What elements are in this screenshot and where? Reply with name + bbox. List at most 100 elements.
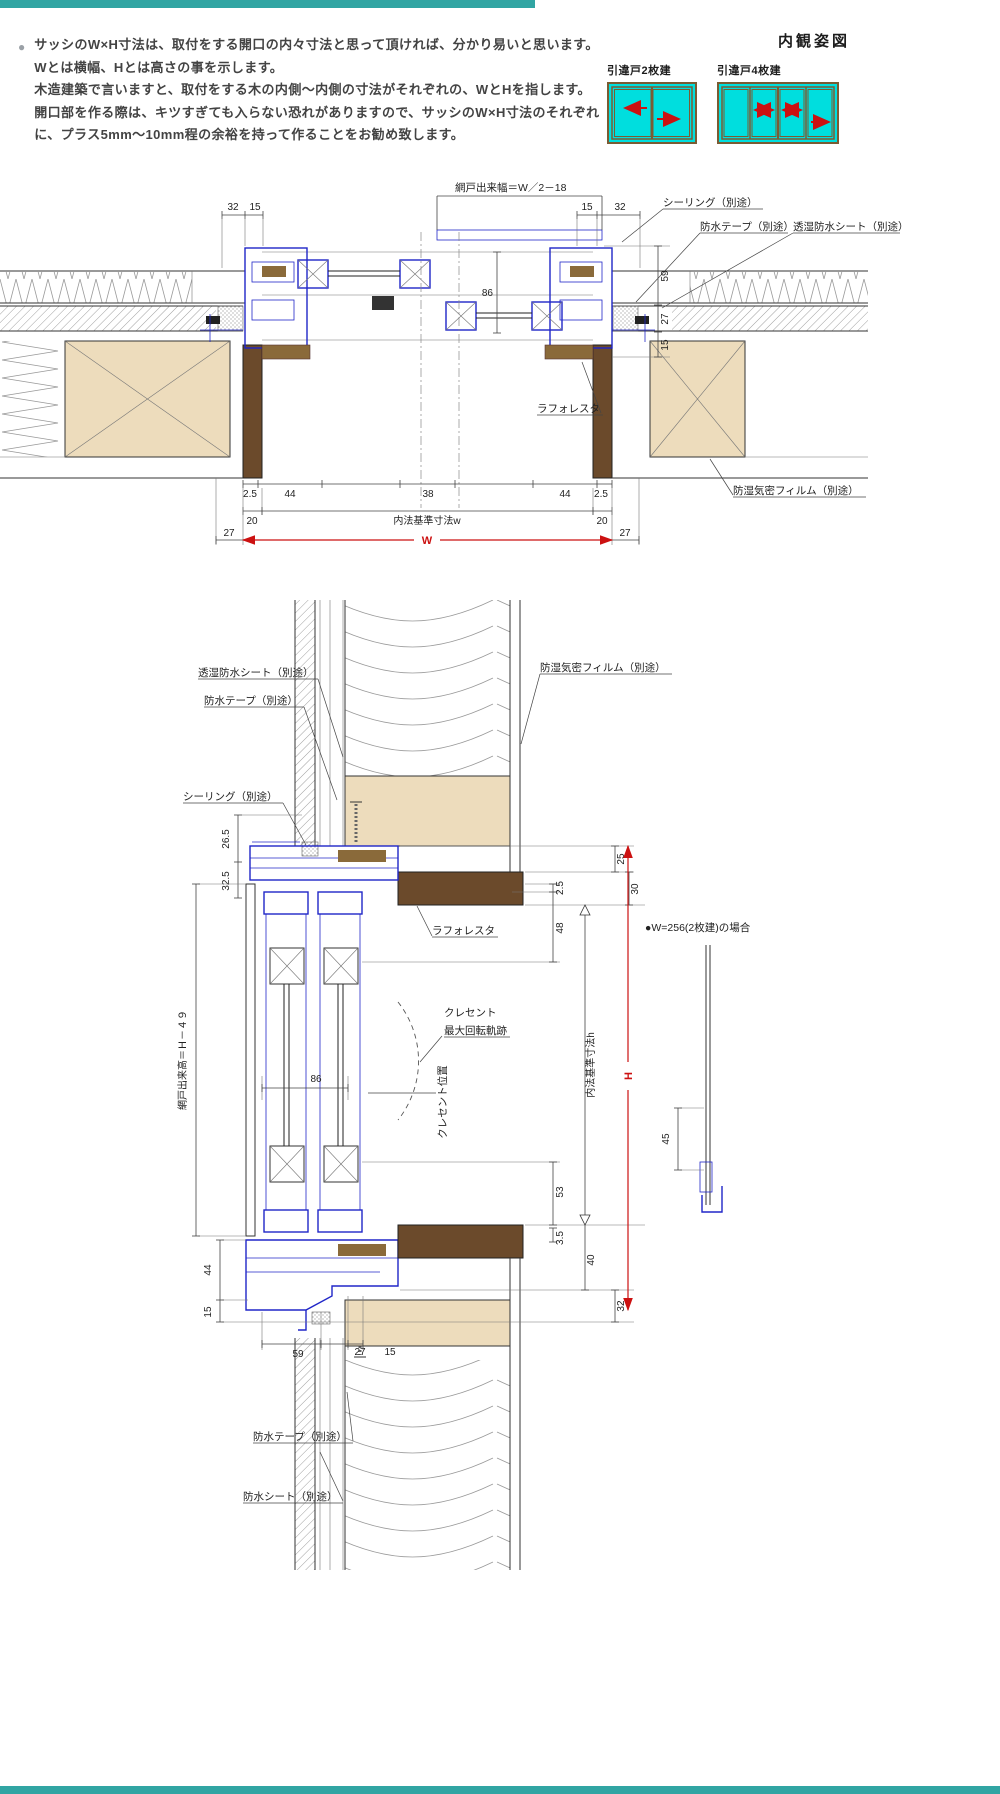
dim-40: 40 [586,1254,597,1266]
wood-header [344,775,511,847]
casing-right [544,344,594,360]
dim-25: 25 [616,853,627,865]
interior-view-2panel: 引違戸2枚建 [607,62,697,144]
datum-triangle-top [579,904,591,916]
sash-assembly-plan [244,229,613,508]
casing-stool [397,1224,524,1259]
upper-wall [252,600,524,906]
dim-2-5-v: 2.5 [555,881,566,895]
dim-59: 59 [660,270,671,282]
dim-48: 48 [555,922,566,934]
dim-44-right: 44 [559,489,571,500]
wood-jamb-left [242,344,263,479]
callout-laforesta-v: ラフォレスタ [432,925,495,937]
callout-film-group: 防湿気密フィルム（別途） [709,458,866,498]
casing-head [397,871,524,906]
crescent-rotation-arc [397,1001,419,1121]
dim-15-right2: 15 [660,339,671,351]
dim-86-v: 86 [310,1074,322,1085]
dim-45: 45 [661,1133,672,1145]
dims-right: 25 30 2.5 48 内法基準寸法h H 53 3.5 40 [512,844,641,1323]
dim-2-5-right: 2.5 [594,489,608,500]
lower-wall [294,1224,524,1570]
tape-block-left [206,316,220,324]
dim-top-left: 32 15 [221,202,264,268]
callout-breathable-sheet-top: 透湿防水シート（別途） [198,666,314,679]
dim-15-v: 15 [203,1306,214,1318]
callout-laforesta-group: ラフォレスタ [537,361,603,416]
vertical-section-drawing: 透湿防水シート（別途） 防水テープ（別途） シーリング（別途） 防湿気密フィルム… [176,600,751,1570]
wood-insert-head [338,850,386,862]
label-inner-width: 内法基準寸法w [393,514,461,527]
dim-bottom-row1: 2.5 44 38 44 2.5 [242,480,613,500]
intro-line-2: Wとは横幅、Hとは高さの事を示します。 [34,59,284,75]
callouts-left: 透湿防水シート（別途） 防水テープ（別途） シーリング（別途） 防湿気密フィルム… [183,661,672,1504]
callouts-right: シーリング（別途） 防水テープ（別途） 透湿防水シート（別途） [621,196,909,309]
callout-sheet-bottom: 防水シート（別途） [243,1490,338,1503]
callout-moisture-film: 防湿気密フィルム（別途） [733,484,859,497]
top-accent-bar [0,0,535,8]
interior-view-4panel: 引違戸4枚建 [717,62,839,144]
dim-top-right: 15 32 [576,202,641,268]
interior-view-2panel-label: 引違戸2枚建 [607,65,672,77]
screen-width-label: 網戸出来幅＝W／2－18 [455,181,567,194]
dim-32-left: 32 [227,202,239,213]
dim-depth-86: 86 [482,251,501,334]
dim-bottom-row3: 27 27 W [215,478,640,547]
bottom-accent-bar [0,1786,1000,1794]
dim-15-v2: 15 [384,1347,396,1358]
intro-note: ● サッシのW×H寸法は、取付をする開口の内々寸法と思って頂ければ、分かり易いと… [18,34,599,147]
dim-53: 53 [555,1186,566,1198]
dims-left: 26.5 32.5 網戸出来高＝Ｈ－４９ 44 15 [176,814,310,1323]
horizontal-section-drawing: 網戸出来幅＝W／2－18 32 15 15 32 シーリング（別途） 防水テー [0,181,909,547]
intro-line-5: に、プラス5mm～10mm程の余裕を持って作ることをお勧め致します。 [34,127,465,142]
dim-screen-width: 網戸出来幅＝W／2－18 [436,181,603,230]
dim-right-column: 59 27 15 [604,245,671,358]
intro-line-3: 木造建築で言いますと、取付をする木の内側～内側の寸法がそれぞれの、WとHを指しま… [34,82,591,97]
panel-exterior-section [297,259,431,289]
casing-left [261,344,311,360]
callout-waterproof-tape: 防水テープ（別途） [700,220,794,233]
callout-crescent-2: 最大回転軌跡 [444,1024,507,1037]
dim-44-v: 44 [203,1264,214,1276]
panel-interior-section [445,301,563,331]
dim-3-5: 3.5 [555,1231,566,1245]
screen-section-v [245,883,256,1237]
frame-jamb-right [549,247,613,349]
callout-breathable-sheet: 透湿防水シート（別途） [793,220,909,233]
dim-15-left: 15 [249,202,261,213]
intro-line-1: サッシのW×H寸法は、取付をする開口の内々寸法と思って頂ければ、分かり易いと思い… [34,37,599,52]
wood-jamb-right [592,344,613,479]
sash-panels-section [245,883,419,1237]
callout-crescent-position: クレセント位置 [436,1065,449,1139]
datum-triangle-bottom [579,1214,591,1226]
dim-depth-86-v: 86 [261,1074,349,1100]
tape-block-right [635,316,649,324]
dim-32-5: 32.5 [221,871,232,891]
dim-H: H [623,1072,635,1080]
dim-27-v: 27 [354,1347,366,1358]
dim-38: 38 [422,489,434,500]
bullet-icon: ● [18,40,26,54]
wood-insert-left [262,266,286,277]
callout-moisture-film-v: 防湿気密フィルム（別途） [540,661,666,674]
right-wall [592,270,868,479]
sealing-block-right [612,305,639,332]
dim-2-5-left: 2.5 [243,489,257,500]
lock-hardware [372,296,394,310]
sealing-block-head [301,841,319,857]
dim-15-right: 15 [581,202,593,213]
dims-bottom: 59 27 15 [261,1296,396,1360]
interior-view-4panel-label: 引違戸4枚建 [717,65,782,77]
dim-32-v: 32 [616,1300,627,1312]
intro-line-4: 開口部を作る際は、キツすぎても入らない恐れがありますので、サッシのW×H寸法のそ… [34,104,600,120]
dim-44-left: 44 [284,489,296,500]
left-wall [0,270,263,479]
dim-86: 86 [482,288,494,299]
dim-27-right: 27 [660,313,671,325]
callout-laforesta: ラフォレスタ [537,403,600,415]
window-2panel-drawing [607,82,697,144]
dim-26-5: 26.5 [221,829,232,849]
callout-sealing: シーリング（別途） [663,196,758,209]
